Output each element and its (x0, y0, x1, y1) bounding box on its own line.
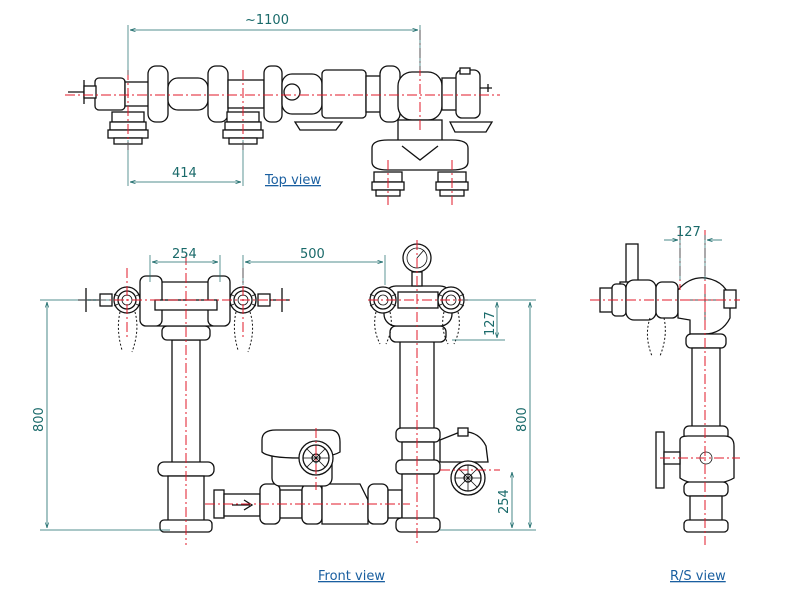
side-view-caption: R/S view (670, 569, 726, 584)
top-view-caption: Top view (264, 173, 321, 188)
dim-overall-width: ~1100 (245, 13, 289, 28)
dim-front-outlet-spacing: 254 (172, 247, 197, 262)
dim-top-outlet-spacing: 414 (172, 166, 197, 181)
front-view-caption: Front view (318, 569, 385, 584)
dim-front-right-height: 800 (515, 407, 530, 432)
dim-front-left-height: 800 (32, 407, 47, 432)
dim-side-outlet-offset: 127 (676, 225, 701, 240)
front-view: 254 500 800 800 127 254 Front view (32, 240, 536, 584)
top-view: ~1100 414 Top view (65, 13, 500, 205)
dim-front-outlet-offset: 500 (300, 247, 325, 262)
dim-front-lower-branch: 254 (497, 489, 512, 514)
side-view: 127 R/S view (590, 225, 740, 584)
dim-front-outlet-rise: 127 (483, 311, 498, 336)
